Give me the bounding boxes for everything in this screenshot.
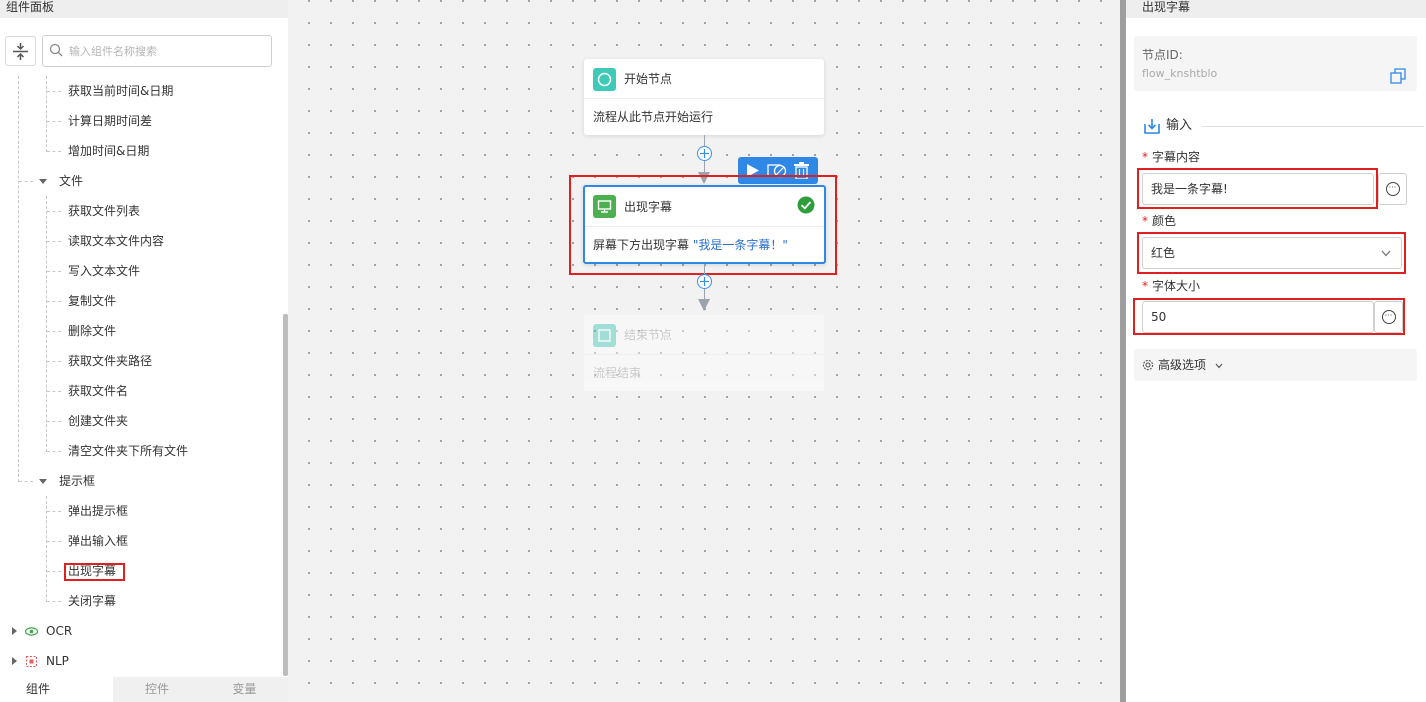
tree-item[interactable]: 弹出输入框 xyxy=(68,534,129,548)
tree-item[interactable]: 获取当前时间&日期 xyxy=(68,84,174,98)
color-select[interactable]: 红色 xyxy=(1142,237,1402,269)
collapse-caret-icon[interactable] xyxy=(12,657,17,665)
tree-guide-line xyxy=(18,76,19,482)
font-size-more-button[interactable]: ··· xyxy=(1374,301,1403,333)
tree-item[interactable]: 弹出提示框 xyxy=(68,504,129,518)
node-id-label: 节点ID: xyxy=(1142,48,1183,62)
plus-icon xyxy=(700,149,709,158)
search-input[interactable] xyxy=(69,42,265,60)
color-field-label: *颜色 xyxy=(1142,214,1177,228)
properties-panel: 出现字幕 节点ID: flow_knshtblo 输入 *字幕内容 我是一条字幕… xyxy=(1126,0,1426,702)
component-panel: 组件面板 获取当前时间&日期 计算日期时间差 增加时间&日期 文件 获取文件列表… xyxy=(0,0,288,702)
node-id-box: 节点ID: flow_knshtblo xyxy=(1134,36,1417,91)
tab-controls[interactable]: 控件 xyxy=(113,677,201,702)
input-icon xyxy=(1144,119,1160,134)
plus-icon xyxy=(700,277,709,286)
chevron-down-icon xyxy=(1215,363,1223,369)
content-more-button[interactable]: ··· xyxy=(1378,173,1407,205)
font-size-input[interactable]: 50 xyxy=(1142,301,1374,333)
tree-item[interactable]: 增加时间&日期 xyxy=(68,144,150,158)
success-check-icon xyxy=(797,196,815,214)
tree-item-subtitle[interactable]: 出现字幕 xyxy=(68,564,117,578)
tab-variables[interactable]: 变量 xyxy=(200,677,288,702)
tree-item[interactable]: 清空文件夹下所有文件 xyxy=(68,444,189,458)
subtitle-node-title: 出现字幕 xyxy=(624,200,673,214)
advanced-options-toggle[interactable]: 高级选项 xyxy=(1134,349,1417,381)
tree-group-nlp[interactable]: NLP xyxy=(46,654,69,668)
tree-group-prompt[interactable]: 提示框 xyxy=(59,474,96,488)
expand-caret-icon[interactable] xyxy=(39,179,47,184)
nlp-icon xyxy=(25,655,38,668)
tree-item[interactable]: 获取文件列表 xyxy=(68,204,141,218)
collapse-tree-button[interactable] xyxy=(5,36,36,66)
more-icon: ··· xyxy=(1385,182,1400,196)
start-node-icon xyxy=(593,68,616,91)
tree-item[interactable]: 写入文本文件 xyxy=(68,264,141,278)
node-id-value: flow_knshtblo xyxy=(1142,67,1218,80)
advanced-options-label: 高级选项 xyxy=(1158,358,1207,372)
component-tree: 获取当前时间&日期 计算日期时间差 增加时间&日期 文件 获取文件列表 读取文本… xyxy=(0,76,284,676)
color-select-value: 红色 xyxy=(1151,246,1176,260)
font-size-field-label: *字体大小 xyxy=(1142,279,1201,293)
tree-scrollbar[interactable] xyxy=(283,314,288,676)
tree-item[interactable]: 获取文件名 xyxy=(68,384,129,398)
properties-panel-title: 出现字幕 xyxy=(1126,0,1426,18)
end-node[interactable]: 结束节点 流程结束 xyxy=(584,315,824,391)
collapse-caret-icon[interactable] xyxy=(12,627,17,635)
tree-item[interactable]: 获取文件夹路径 xyxy=(68,354,153,368)
start-node-title: 开始节点 xyxy=(624,72,673,86)
eye-icon xyxy=(25,627,38,636)
tree-guide-line xyxy=(46,76,47,152)
subtitle-node-value: "我是一条字幕！" xyxy=(692,238,788,252)
end-node-desc: 流程结束 xyxy=(593,366,642,380)
tree-guide-line xyxy=(46,196,47,452)
add-node-button[interactable] xyxy=(697,274,712,289)
panel-splitter[interactable] xyxy=(1120,0,1126,702)
expand-caret-icon[interactable] xyxy=(39,479,47,484)
gear-icon xyxy=(1142,359,1154,371)
tab-components[interactable]: 组件 xyxy=(0,677,114,702)
highlight-box xyxy=(64,563,125,581)
subtitle-node[interactable]: 出现字幕 屏幕下方出现字幕 "我是一条字幕！" xyxy=(583,185,826,264)
highlight-box xyxy=(1137,232,1406,274)
subtitle-content-input[interactable]: 我是一条字幕! xyxy=(1142,173,1374,205)
highlight-box xyxy=(1137,168,1378,209)
search-icon xyxy=(49,43,63,57)
end-node-title: 结束节点 xyxy=(624,328,673,342)
input-section-header: 输入 xyxy=(1144,116,1424,136)
end-node-icon xyxy=(593,324,616,347)
flow-canvas[interactable]: 开始节点 流程从此节点开始运行 出现字幕 屏幕下方出现字幕 "我是一条字幕！" xyxy=(288,0,1120,702)
input-section-title: 输入 xyxy=(1166,118,1193,133)
add-node-button[interactable] xyxy=(697,146,712,161)
tree-item[interactable]: 删除文件 xyxy=(68,324,117,338)
more-icon: ··· xyxy=(1381,310,1396,324)
component-panel-title: 组件面板 xyxy=(0,0,288,18)
highlight-box xyxy=(1133,298,1405,335)
tree-group-file[interactable]: 文件 xyxy=(59,174,84,188)
highlight-box xyxy=(569,175,837,275)
tree-item[interactable]: 创建文件夹 xyxy=(68,414,129,428)
start-node[interactable]: 开始节点 流程从此节点开始运行 xyxy=(584,59,824,135)
tree-group-ocr[interactable]: OCR xyxy=(46,624,73,638)
start-node-desc: 流程从此节点开始运行 xyxy=(593,110,714,124)
chevron-down-icon xyxy=(1381,250,1391,257)
component-search[interactable] xyxy=(42,35,272,67)
tree-item[interactable]: 读取文本文件内容 xyxy=(68,234,165,248)
content-field-label: *字幕内容 xyxy=(1142,150,1201,164)
run-icon[interactable] xyxy=(746,164,759,177)
left-panel-tabs: 组件 控件 变量 xyxy=(0,677,288,702)
copy-icon[interactable] xyxy=(1390,68,1406,84)
subtitle-node-icon xyxy=(593,195,616,218)
subtitle-node-desc: 屏幕下方出现字幕 "我是一条字幕！" xyxy=(593,238,788,252)
tree-item[interactable]: 关闭字幕 xyxy=(68,594,117,608)
section-divider xyxy=(1202,126,1424,127)
tree-guide-line xyxy=(46,496,47,602)
tree-item[interactable]: 复制文件 xyxy=(68,294,117,308)
tree-item[interactable]: 计算日期时间差 xyxy=(68,114,153,128)
collapse-icon xyxy=(13,42,28,60)
node-toolbar xyxy=(738,157,818,184)
arrow-down-icon xyxy=(698,299,710,311)
